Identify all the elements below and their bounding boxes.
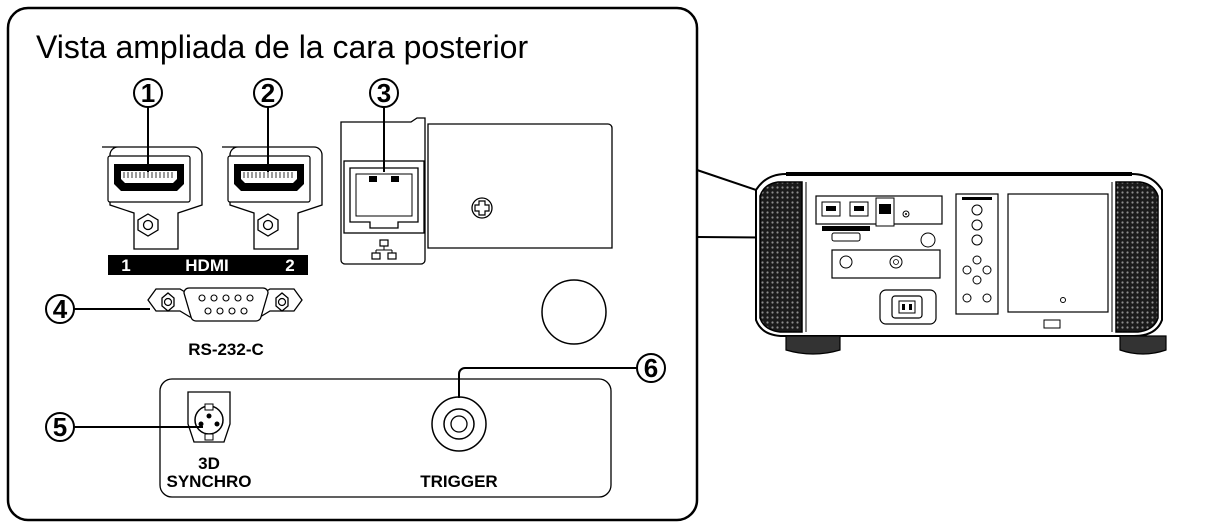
sensor-hole (541, 279, 607, 345)
rs232c-label: RS-232-C (188, 340, 264, 359)
hdmi-2-label: 2 (285, 256, 294, 275)
screw-icon (471, 197, 493, 219)
diagram-title: Vista ampliada de la cara posterior (36, 29, 528, 65)
callout-5: 5 (45, 412, 203, 442)
callout-2-number: 2 (261, 78, 275, 108)
callout-6-number: 6 (644, 353, 658, 383)
callout-4: 4 (45, 294, 150, 324)
trigger-label: TRIGGER (420, 472, 497, 491)
rs232c-port (147, 287, 303, 322)
callout-3-number: 3 (377, 78, 391, 108)
callout-2: 2 (253, 78, 283, 172)
hdmi-1-port (102, 146, 203, 250)
synchro-label: SYNCHRO (166, 472, 251, 491)
bottom-panel (159, 378, 612, 498)
cover-panel (427, 123, 613, 249)
hdmi-label: HDMI (185, 256, 228, 275)
callout-4-number: 4 (53, 294, 68, 324)
network-icon (371, 239, 397, 260)
hdmi-2-port (222, 146, 323, 250)
left-grille (759, 181, 803, 333)
right-grille (1115, 181, 1159, 333)
callout-3: 3 (369, 78, 399, 172)
projector-rear-view (755, 172, 1167, 355)
trigger-port (431, 396, 487, 452)
lan-port (340, 117, 426, 265)
right-foot (1119, 335, 1167, 355)
callout-6: 6 (458, 353, 666, 398)
3d-label: 3D (198, 454, 220, 473)
3d-synchro-port (187, 391, 231, 443)
hdmi-1-label: 1 (121, 256, 130, 275)
hdmi-label-bar (108, 255, 308, 275)
left-foot (785, 335, 841, 355)
callout-1-number: 1 (141, 78, 155, 108)
callout-5-number: 5 (53, 412, 67, 442)
callout-1: 1 (133, 78, 163, 172)
